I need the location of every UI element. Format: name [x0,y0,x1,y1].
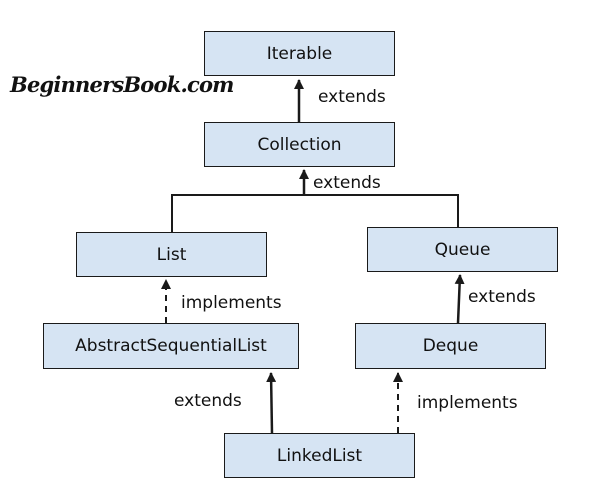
node-queue: Queue [367,227,558,272]
label-abstractsequentiallist-to-list: implements [181,293,282,313]
beginnersbook-logo: BeginnersBook.com [10,72,234,97]
label-linkedlist-to-abstractsequentiallist: extends [174,391,242,411]
node-abstractsequentiallist: AbstractSequentialList [43,323,299,369]
node-list: List [76,232,267,277]
label-collection-to-iterable: extends [318,87,386,107]
node-deque: Deque [355,323,546,369]
edge-list-queue-to-collection [171,194,459,232]
node-iterable: Iterable [204,31,395,76]
edge-linkedlist-to-abstractsequentiallist [266,372,277,434]
edge-deque-to-queue [454,274,465,324]
label-list-queue-to-collection: extends [313,173,381,193]
label-linkedlist-to-deque: implements [417,393,518,413]
label-deque-to-queue: extends [468,287,536,307]
node-linkedlist: LinkedList [224,433,415,478]
node-collection: Collection [204,122,395,167]
